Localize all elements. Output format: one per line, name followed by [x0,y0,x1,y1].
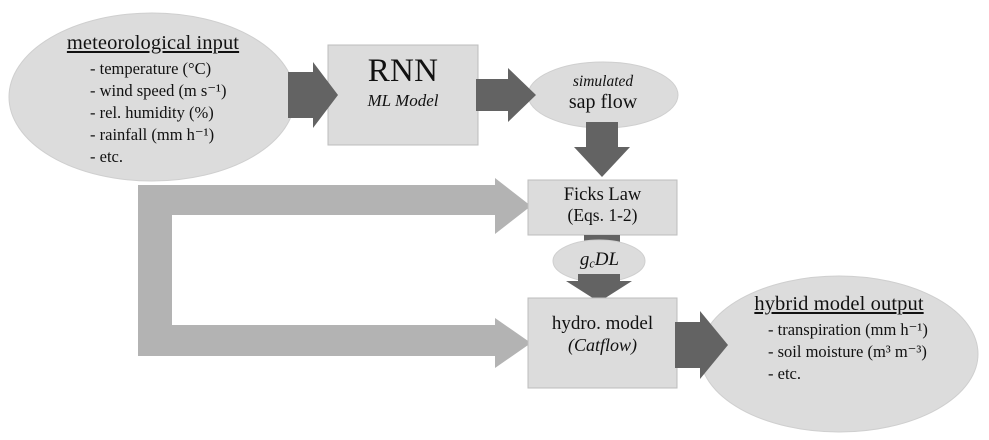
hybrid-model-output-ellipse [699,275,979,433]
ficks-to-gcdl-connector [584,235,620,244]
feedback-trunk [138,185,172,356]
input-to-ficks-feedback-arrow [138,178,531,234]
input-to-hydro-feedback-arrow [138,318,531,368]
rnn-box [327,44,479,146]
gcdl-to-hydro-arrow [566,274,632,302]
rnn-to-sapflow-arrow [476,68,536,122]
meteorological-input-ellipse [8,12,296,182]
hydro-model-box [527,297,678,389]
input-to-rnn-arrow [288,62,338,128]
hydro-to-output-arrow [675,311,728,379]
simulated-sap-flow-ellipse [527,61,679,129]
sapflow-to-ficks-arrow [574,122,630,177]
ficks-law-box [527,179,678,236]
